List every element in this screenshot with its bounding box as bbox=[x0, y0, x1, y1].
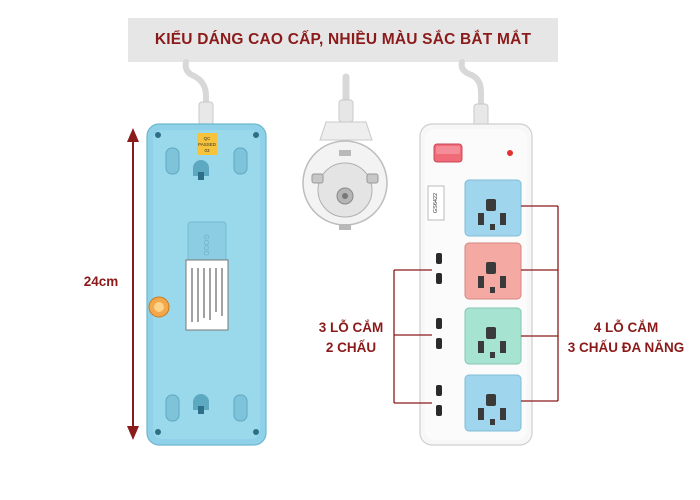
title-banner: KIỂU DÁNG CAO CẤP, NHIỀU MÀU SẮC BẮT MẮT bbox=[128, 18, 558, 62]
qc-text-1: QC bbox=[204, 136, 212, 141]
two-pin-line2: 2 CHẤU bbox=[325, 340, 377, 355]
schuko-plug bbox=[302, 73, 388, 230]
universal-line1: 4 LỖ CẮM bbox=[593, 320, 659, 335]
banner-title: KIỂU DÁNG CAO CẤP, NHIỀU MÀU SẮC BẮT MẮT bbox=[154, 31, 532, 48]
qc-text-3: 03 bbox=[204, 148, 210, 153]
back-brand-logo: GOOD bbox=[202, 234, 209, 255]
left-bracket bbox=[393, 269, 432, 404]
power-strip-front bbox=[419, 59, 533, 446]
dimension-label: 24cm bbox=[83, 274, 119, 289]
qc-text-2: PASSED bbox=[198, 142, 217, 147]
right-bracket bbox=[521, 205, 559, 402]
two-pin-line1: 3 LỖ CẮM bbox=[318, 320, 384, 335]
dimension-arrow bbox=[127, 128, 139, 440]
universal-line2: 3 CHẤU ĐA NĂNG bbox=[567, 340, 685, 355]
power-strip-back bbox=[146, 59, 267, 446]
two-pin-annotation: 3 LỖ CẮM 2 CHẤU bbox=[306, 318, 396, 358]
front-model-text: GS6422 bbox=[433, 193, 439, 213]
universal-annotation: 4 LỖ CẮM 3 CHẤU ĐA NĂNG bbox=[560, 318, 692, 358]
